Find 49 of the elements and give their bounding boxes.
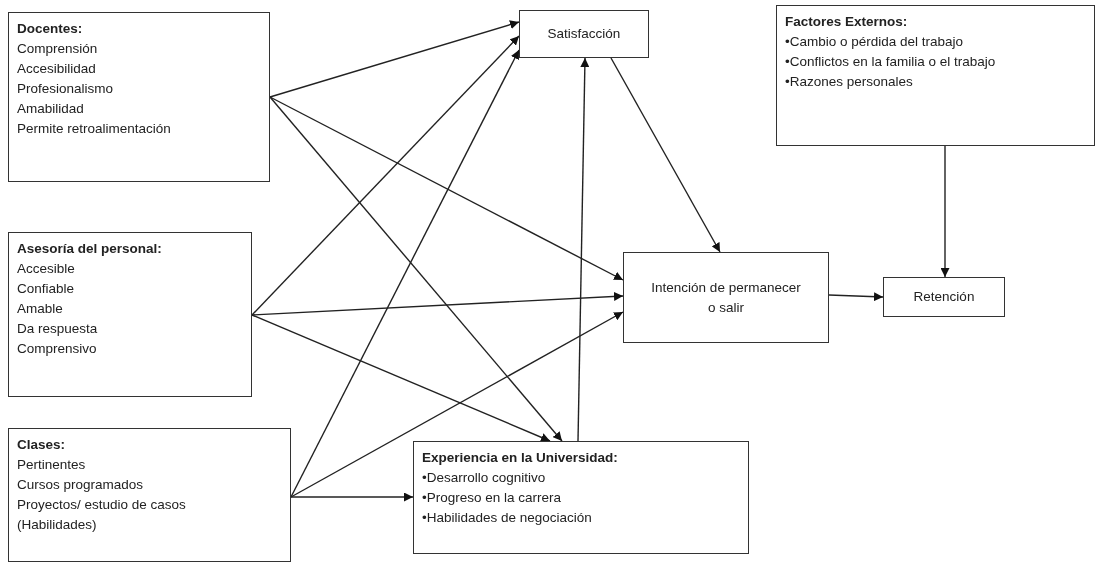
box-heading: Experiencia en la Universidad: xyxy=(422,449,619,467)
list-item: •Conflictos en la familia o el trabajo xyxy=(785,53,997,71)
arrow xyxy=(251,35,520,316)
list-item: Pertinentes xyxy=(17,456,87,474)
box-label: Intención de permanecer o salir xyxy=(651,278,801,317)
box-label: Retención xyxy=(913,288,975,306)
concept-box xyxy=(519,10,649,58)
list-item: •Desarrollo cognitivo xyxy=(422,469,547,487)
concept-box xyxy=(413,441,749,554)
list-item: Confiable xyxy=(17,280,76,298)
arrow xyxy=(290,492,414,502)
arrow xyxy=(269,20,520,98)
arrow xyxy=(290,311,624,498)
arrow xyxy=(251,314,551,442)
list-item: Comprensión xyxy=(17,40,99,58)
list-item: Accesible xyxy=(17,260,76,278)
arrow xyxy=(290,49,520,498)
list-item: •Razones personales xyxy=(785,73,914,91)
concept-box xyxy=(623,252,829,343)
list-item: Da respuesta xyxy=(17,320,99,338)
arrow xyxy=(940,145,950,278)
box-heading: Factores Externos: xyxy=(785,13,909,31)
list-item: •Habilidades de negociación xyxy=(422,509,593,527)
box-label: Satisfacción xyxy=(547,25,621,43)
box-heading: Clases: xyxy=(17,436,67,454)
arrow xyxy=(610,57,721,253)
concept-box xyxy=(883,277,1005,317)
arrow xyxy=(269,96,624,281)
list-item: Accesibilidad xyxy=(17,60,97,78)
list-item: (Habilidades) xyxy=(17,516,98,534)
arrow xyxy=(577,57,590,442)
arrow xyxy=(251,291,624,316)
list-item: •Cambio o pérdida del trabajo xyxy=(785,33,965,51)
list-item: Cursos programados xyxy=(17,476,145,494)
box-heading: Docentes: xyxy=(17,20,84,38)
concept-box xyxy=(8,232,252,397)
arrow xyxy=(269,96,563,442)
list-item: •Progreso en la carrera xyxy=(422,489,563,507)
arrow xyxy=(828,292,884,302)
concept-box xyxy=(776,5,1095,146)
list-item: Amabilidad xyxy=(17,100,85,118)
list-item: Permite retroalimentación xyxy=(17,120,172,138)
box-heading: Asesoría del personal: xyxy=(17,240,163,258)
list-item: Amable xyxy=(17,300,64,318)
list-item: Profesionalismo xyxy=(17,80,115,98)
concept-box xyxy=(8,12,270,182)
list-item: Proyectos/ estudio de casos xyxy=(17,496,187,514)
concept-box xyxy=(8,428,291,562)
list-item: Comprensivo xyxy=(17,340,98,358)
